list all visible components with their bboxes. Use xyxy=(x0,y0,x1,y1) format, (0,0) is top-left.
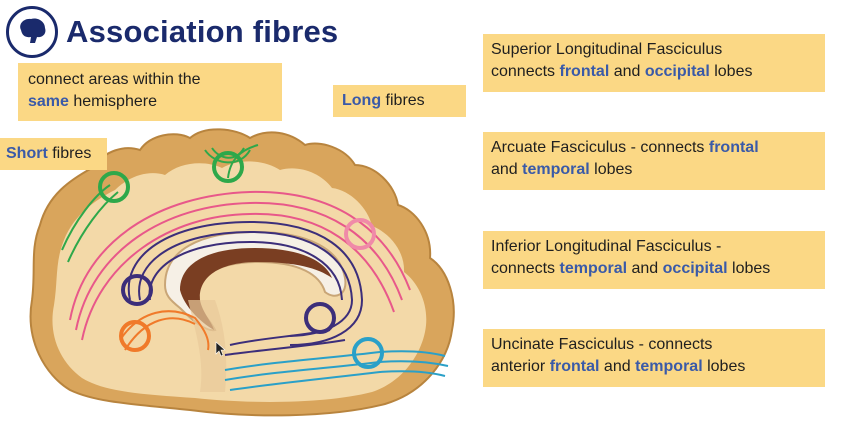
uncinate-fasciculus xyxy=(224,350,449,391)
card-term: frontal xyxy=(708,139,759,156)
card-text: anterior xyxy=(491,358,550,375)
card-text: lobes xyxy=(727,260,771,277)
note-highlight: same xyxy=(28,93,69,110)
card-term: temporal xyxy=(559,260,628,277)
arcuate-ring xyxy=(119,320,151,352)
label-short-fibres: Short fibres xyxy=(0,138,107,170)
superior-longitudinal-ring xyxy=(344,218,376,250)
header: Association fibres xyxy=(6,6,338,58)
card-term: temporal xyxy=(635,358,703,375)
inferior-longitudinal-fasciculus xyxy=(127,220,364,356)
inferior-longitudinal-ring-left xyxy=(121,274,153,306)
card-term: frontal xyxy=(559,63,610,80)
note-same-hemisphere: connect areas within the same hemisphere xyxy=(18,63,282,121)
card-inferior-longitudinal: Inferior Longitudinal Fasciculus - conne… xyxy=(483,231,825,289)
note-text: connect areas within the xyxy=(28,71,201,88)
ventricle xyxy=(180,248,332,330)
card-text: connects xyxy=(491,260,560,277)
mouse-pointer-icon xyxy=(215,341,226,357)
card-term: occipital xyxy=(662,260,728,277)
short-fibre-ring-left xyxy=(98,171,130,203)
card-text: and xyxy=(491,161,523,178)
card-text: connects xyxy=(491,63,560,80)
short-fibre-ring-top xyxy=(212,151,244,183)
note-text: hemisphere xyxy=(68,93,157,110)
card-text: and xyxy=(609,63,645,80)
brainstem xyxy=(188,300,227,392)
label-text: fibres xyxy=(47,145,92,162)
card-text: lobes xyxy=(589,161,633,178)
label-long-fibres: Long fibres xyxy=(333,85,466,117)
uncinate-ring xyxy=(352,337,384,369)
card-term: occipital xyxy=(644,63,710,80)
card-title: Superior Longitudinal Fasciculus xyxy=(491,41,723,58)
card-text: and xyxy=(599,358,636,375)
page-title: Association fibres xyxy=(66,14,339,49)
inferior-longitudinal-ring-right xyxy=(304,302,336,334)
card-arcuate: Arcuate Fasciculus - connects frontal an… xyxy=(483,132,825,190)
label-highlight: Short xyxy=(6,145,48,162)
card-title: Arcuate Fasciculus - connects xyxy=(491,139,709,156)
card-text: lobes xyxy=(709,63,753,80)
brain-icon xyxy=(6,6,58,58)
card-title: Inferior Longitudinal Fasciculus - xyxy=(491,238,722,255)
card-text: lobes xyxy=(702,358,746,375)
card-uncinate: Uncinate Fasciculus - connects anterior … xyxy=(483,329,825,387)
label-highlight: Long xyxy=(342,92,382,109)
card-term: frontal xyxy=(549,358,600,375)
card-superior-longitudinal: Superior Longitudinal Fasciculus connect… xyxy=(483,34,825,92)
label-text: fibres xyxy=(381,92,425,109)
card-term: temporal xyxy=(522,161,590,178)
card-title: Uncinate Fasciculus - connects xyxy=(491,336,713,353)
short-fibres xyxy=(61,144,259,263)
card-text: and xyxy=(627,260,663,277)
